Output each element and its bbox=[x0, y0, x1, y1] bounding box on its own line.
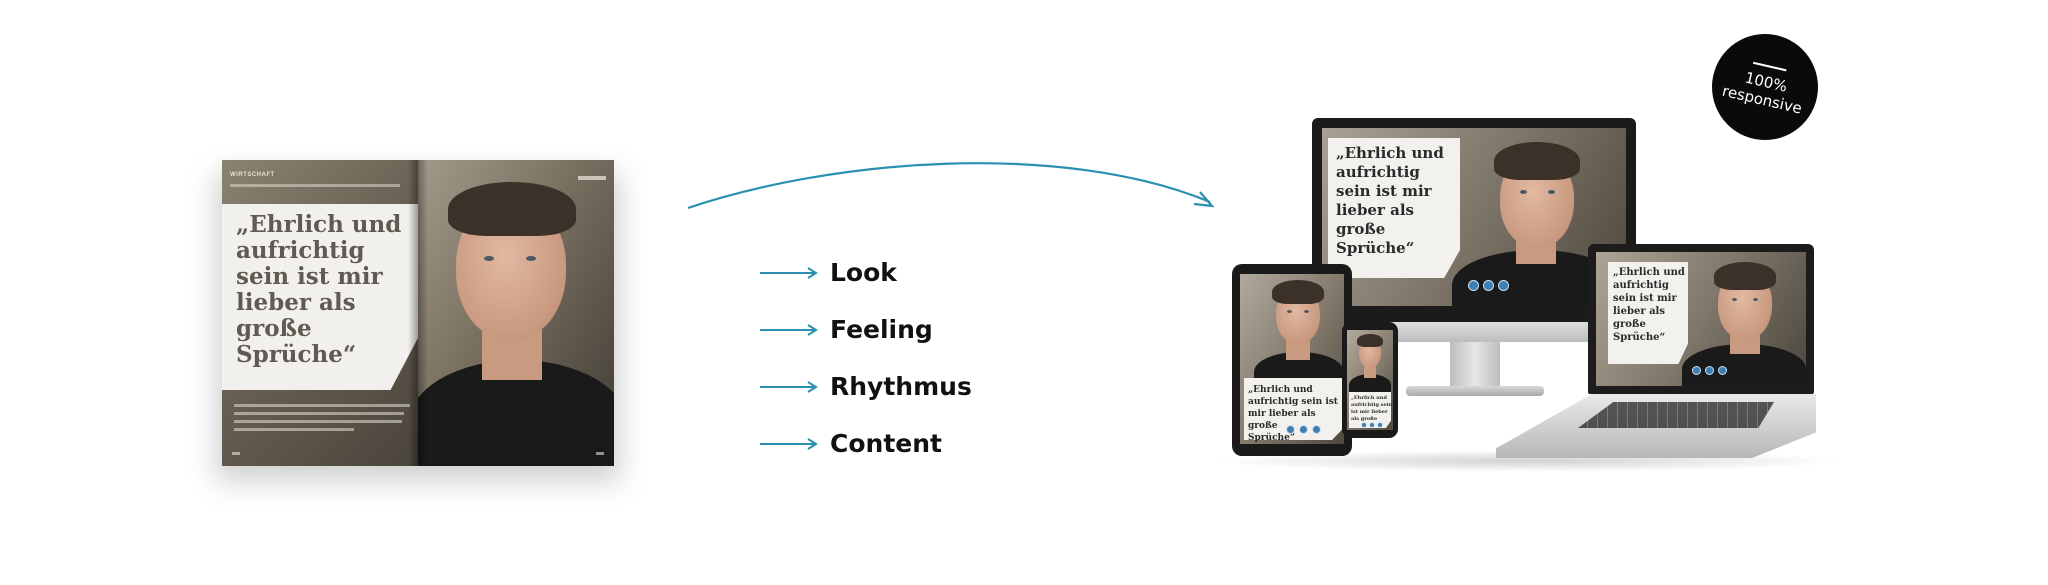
magazine-fold bbox=[408, 160, 428, 466]
portrait-photo bbox=[1250, 274, 1344, 384]
arrow-right-icon bbox=[760, 323, 818, 336]
nav-dot[interactable] bbox=[1468, 280, 1479, 291]
magazine-left-page: WIRTSCHAFT „Ehrlich und aufrichtig sein … bbox=[222, 160, 418, 466]
tablet-quote: „Ehrlich und aufrichtig sein ist mir lie… bbox=[1248, 385, 1338, 443]
nav-dot[interactable] bbox=[1312, 425, 1321, 434]
magazine-page-number-left bbox=[232, 452, 240, 455]
magazine-subheader-line bbox=[230, 184, 400, 187]
monitor-stand bbox=[1450, 342, 1500, 388]
nav-dot[interactable] bbox=[1361, 422, 1367, 428]
feature-label: Look bbox=[830, 258, 897, 287]
monitor-quote-card bbox=[1328, 138, 1460, 278]
feature-label: Rhythmus bbox=[830, 372, 972, 401]
list-item: Content bbox=[760, 415, 972, 472]
nav-dot[interactable] bbox=[1377, 422, 1383, 428]
magazine-page-number-right bbox=[596, 452, 604, 455]
laptop-quote: „Ehrlich und aufrichtig sein ist mir lie… bbox=[1613, 267, 1685, 343]
magazine-quote-box bbox=[222, 204, 418, 390]
list-item: Feeling bbox=[760, 301, 972, 358]
monitor-base bbox=[1406, 386, 1544, 396]
tablet-screen: „Ehrlich und aufrichtig sein ist mir lie… bbox=[1240, 274, 1344, 444]
tablet-nav-dots bbox=[1286, 425, 1321, 434]
laptop-keyboard bbox=[1578, 402, 1774, 428]
portrait-photo bbox=[1676, 252, 1806, 386]
nav-dot[interactable] bbox=[1299, 425, 1308, 434]
phone-nav-dots bbox=[1361, 422, 1383, 428]
monitor-screen: „Ehrlich und aufrichtig sein ist mir lie… bbox=[1322, 128, 1626, 306]
magazine-logo bbox=[578, 176, 606, 180]
portrait-photo bbox=[418, 160, 614, 466]
responsive-devices: „Ehrlich und aufrichtig sein ist mir lie… bbox=[1210, 110, 1870, 480]
phone-quote: „Ehrlich und aufrichtig sein ist mir lie… bbox=[1351, 395, 1393, 422]
responsive-badge: 100% responsive bbox=[1712, 34, 1818, 140]
magazine-right-page bbox=[418, 160, 614, 466]
feature-label: Feeling bbox=[830, 315, 933, 344]
nav-dot[interactable] bbox=[1483, 280, 1494, 291]
feature-label: Content bbox=[830, 429, 942, 458]
monitor-nav-dots bbox=[1468, 280, 1509, 291]
nav-dot[interactable] bbox=[1718, 366, 1727, 375]
list-item: Rhythmus bbox=[760, 358, 972, 415]
laptop-nav-dots bbox=[1692, 366, 1727, 375]
monitor-quote: „Ehrlich und aufrichtig sein ist mir lie… bbox=[1336, 144, 1444, 257]
badge-bar bbox=[1752, 61, 1787, 72]
magazine-caption bbox=[234, 404, 410, 436]
phone-screen: „Ehrlich und aufrichtig sein ist mir lie… bbox=[1347, 330, 1393, 430]
feature-list: Look Feeling Rhythmus Content bbox=[760, 244, 972, 472]
arrow-right-icon bbox=[760, 380, 818, 393]
curved-arrow-icon bbox=[687, 162, 1215, 210]
nav-dot[interactable] bbox=[1705, 366, 1714, 375]
arrow-right-icon bbox=[760, 437, 818, 450]
nav-dot[interactable] bbox=[1369, 422, 1375, 428]
portrait-photo bbox=[1347, 330, 1393, 392]
nav-dot[interactable] bbox=[1692, 366, 1701, 375]
magazine-spread: WIRTSCHAFT „Ehrlich und aufrichtig sein … bbox=[216, 160, 620, 482]
laptop-screen: „Ehrlich und aufrichtig sein ist mir lie… bbox=[1596, 252, 1806, 386]
magazine-quote: „Ehrlich und aufrichtig sein ist mir lie… bbox=[236, 211, 402, 368]
nav-dot[interactable] bbox=[1498, 280, 1509, 291]
laptop-quote-card bbox=[1608, 262, 1688, 364]
nav-dot[interactable] bbox=[1286, 425, 1295, 434]
magazine-section-header: WIRTSCHAFT bbox=[230, 172, 275, 178]
list-item: Look bbox=[760, 244, 972, 301]
arrow-right-icon bbox=[760, 266, 818, 279]
